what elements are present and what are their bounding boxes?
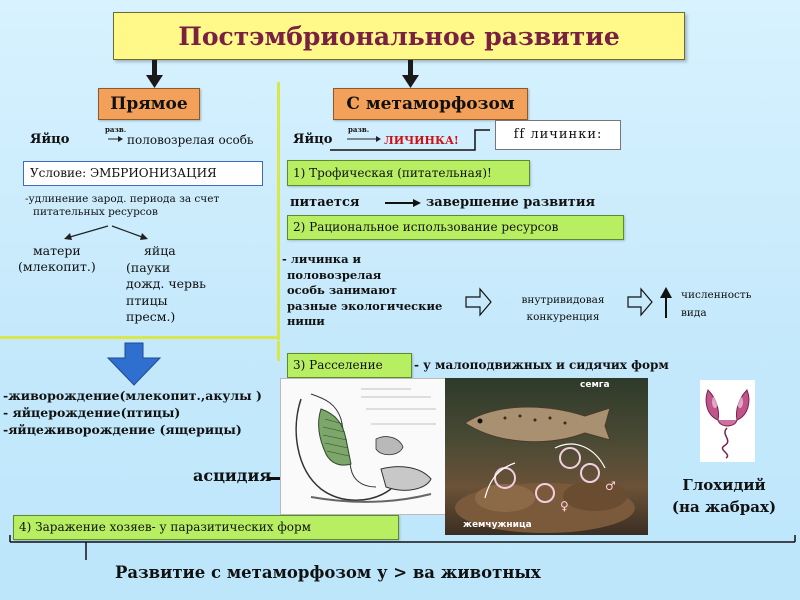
rational-use-box: 2) Рациональное использование ресурсов: [287, 215, 624, 240]
abundance-label: численность вида: [681, 286, 751, 322]
note-line-1: -удлинение зарод. периода за счет: [25, 193, 220, 205]
note-line-2: питательных ресурсов: [33, 206, 158, 218]
glochidium-drawing: [705, 389, 750, 459]
niche-text: - личинка и половозрелая особь занимают …: [282, 252, 442, 330]
meta-egg: Яйцо: [293, 132, 333, 147]
niche-line-5: ниши: [287, 314, 325, 328]
eggcol-line-4: птицы: [126, 292, 168, 308]
niche-line-2: половозрелая: [287, 267, 382, 282]
ascidian-diagram: [280, 378, 447, 515]
page-title: Постэмбриональное развитие: [113, 12, 685, 60]
mother-column: матери (млекопит.): [18, 243, 96, 275]
glochidium-line-2: (на жабрах): [671, 498, 777, 516]
niche-line-1: - личинка и: [282, 252, 362, 266]
niche-line-4: разные экологические: [287, 298, 443, 313]
parasite-infection-box: 4) Заражение хозяев- у паразитических фо…: [13, 515, 399, 540]
direct-adult: половозрелая особь: [127, 133, 254, 147]
completion-label: завершение развития: [426, 195, 596, 210]
footer-statement: Развитие с метаморфозом у > ва животных: [115, 563, 541, 582]
competition-line-2: конкуренция: [526, 311, 600, 323]
salmon-label: семга: [580, 380, 610, 390]
ascidia-label: асцидия: [193, 466, 272, 485]
direct-heading: Прямое: [98, 88, 200, 120]
dispersal-note: - у малоподвижных и сидячих форм: [414, 358, 669, 372]
direct-egg: Яйцо: [30, 132, 70, 147]
trophic-function-box: 1) Трофическая (питательная)!: [287, 160, 530, 186]
salmon-drawing: ♂ ♀: [455, 406, 635, 533]
meta-raz: разв.: [348, 125, 370, 134]
abundance-line-2: вида: [681, 307, 707, 319]
eggcol-line-1: яйца: [144, 243, 176, 258]
glochidium-line-1: Глохидий: [682, 476, 766, 494]
condition-box: Условие: ЭМБРИОНИЗАЦИЯ: [23, 161, 263, 186]
birth-viviparity: -живорождение(млекопит.,акулы ): [3, 388, 262, 403]
niche-line-3: особь занимают: [287, 283, 397, 297]
metamorphosis-heading: С метаморфозом: [333, 88, 528, 120]
pearl-mussel-label: жемчужница: [463, 520, 532, 530]
glochidium-caption: Глохидий (на жабрах): [658, 474, 790, 518]
birth-types-list: -живорождение(млекопит.,акулы ) - яйцеро…: [3, 387, 262, 438]
competition-line-1: внутривидовая: [521, 294, 605, 306]
salmon-photo: ♂ ♀ семга жемчужница: [445, 378, 648, 535]
competition-label: внутривидовая конкуренция: [498, 292, 628, 326]
larva-functions-box: ff личинки:: [495, 120, 621, 150]
birth-oviparity: - яйцерождение(птицы): [3, 405, 181, 420]
direct-raz: разв.: [105, 125, 127, 134]
abundance-line-1: численность: [681, 289, 752, 301]
svg-text:♀: ♀: [560, 499, 569, 513]
larva-label: ЛИЧИНКА!: [384, 134, 459, 147]
ascidian-drawing: [295, 388, 436, 503]
eggcol-line-5: пресм.): [126, 309, 176, 324]
svg-text:♂: ♂: [605, 479, 616, 493]
eggcol-line-2: (пауки: [126, 259, 171, 275]
birth-ovoviviparity: -яйцеживорождение (ящерицы): [3, 422, 242, 437]
mother-line-2: (млекопит.): [18, 259, 96, 274]
feeds-label: питается: [290, 195, 360, 210]
dispersal-box: 3) Расселение: [287, 353, 412, 378]
egg-yolk-column: яйца (пауки дожд. червь птицы пресм.): [126, 243, 206, 326]
eggcol-line-3: дожд. червь: [126, 276, 206, 291]
glochidium-image: [700, 380, 755, 462]
direct-note: -удлинение зарод. периода за счет питате…: [25, 193, 219, 219]
mother-line-1: матери: [32, 243, 81, 258]
